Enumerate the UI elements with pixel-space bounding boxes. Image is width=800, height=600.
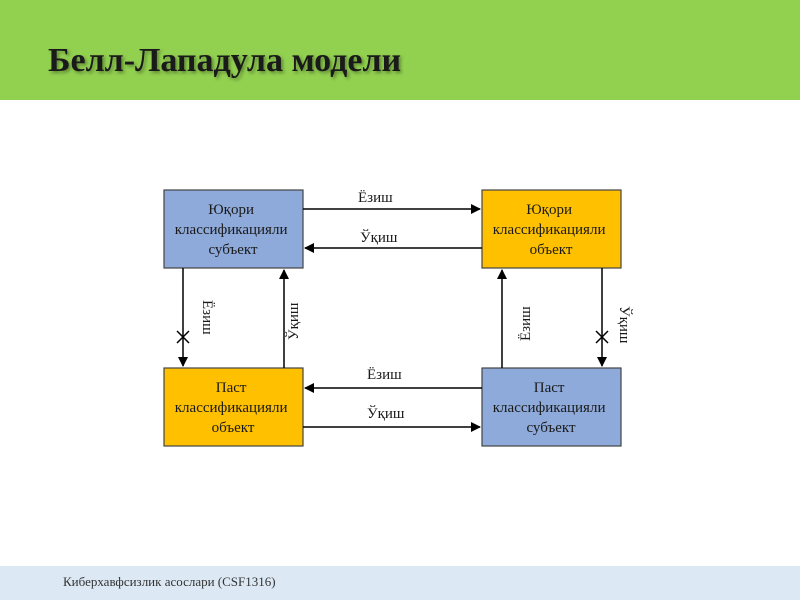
box-line: субъект: [208, 242, 258, 258]
slide-title: Белл-Лападула модели: [48, 42, 402, 79]
box-line: классификацияли: [493, 400, 606, 416]
low-object-box: Паст классификацияли объект: [163, 367, 304, 447]
box-line: классификацияли: [175, 222, 288, 238]
high-object-box: Юқори классификацияли объект: [481, 189, 622, 269]
box-line: объект: [212, 420, 255, 436]
svg-text:Паст классификацияли: Паст классификацияли объект: [175, 380, 291, 436]
arrow-label: Ёзиш: [358, 189, 393, 206]
box-line: Юқори: [526, 202, 572, 218]
arrow-label: Ўқиш: [367, 405, 405, 422]
arrow-label: Ёзиш: [517, 306, 534, 341]
blocked-cross-icon: [176, 330, 190, 344]
box-line: классификацияли: [493, 222, 606, 238]
high-subject-box: Юқори классификацияли субъект: [163, 189, 304, 269]
arrow-label: Ўқиш: [616, 306, 633, 344]
arrow-label: Ўқиш: [360, 229, 398, 246]
box-line: субъект: [526, 420, 576, 436]
svg-text:Юқори классификацияли: Юқори классификацияли объект: [493, 202, 609, 258]
svg-text:Юқори классификацияли: Юқори классификацияли субъект: [175, 202, 291, 258]
box-line: классификацияли: [175, 400, 288, 416]
title-bar: Белл-Лападула модели: [0, 0, 800, 100]
box-line: Паст: [534, 380, 565, 396]
arrow-label: Ўқиш: [285, 302, 302, 340]
box-line: объект: [530, 242, 573, 258]
blocked-cross-icon: [595, 330, 609, 344]
arrow-label: Ёзиш: [199, 300, 216, 335]
low-subject-box: Паст классификацияли субъект: [481, 367, 622, 447]
footer-bar: Киберхавфсизлик асослари (CSF1316): [0, 566, 800, 600]
course-name: Киберхавфсизлик асослари (CSF1316): [63, 574, 276, 589]
box-line: Юқори: [208, 202, 254, 218]
box-line: Паст: [216, 380, 247, 396]
arrow-label: Ёзиш: [367, 366, 402, 383]
svg-text:Паст классификацияли: Паст классификацияли субъект: [493, 380, 609, 436]
